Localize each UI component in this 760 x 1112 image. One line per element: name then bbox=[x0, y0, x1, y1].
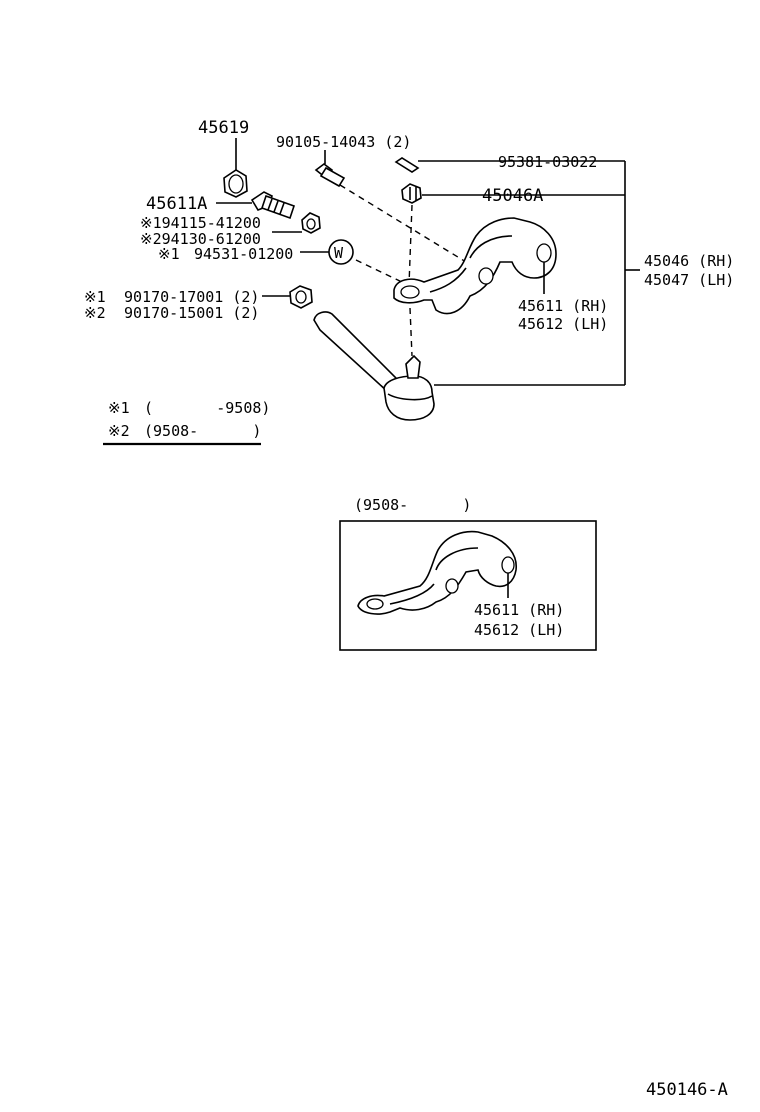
inset-9508: (9508- ) 45611 (RH) 45612 (LH) bbox=[339, 496, 597, 651]
legend-row2-range: (9508- ) bbox=[144, 422, 261, 440]
inset-title: (9508- ) bbox=[354, 496, 471, 514]
label-90170-17001: 90170-17001 (2) bbox=[124, 288, 259, 306]
figure-code: 450146-A bbox=[646, 1080, 728, 1100]
legend-row1-range: ( -9508) bbox=[144, 399, 270, 417]
label-94115-41200: ※194115-41200 bbox=[140, 214, 261, 232]
inset-label-45611-rh: 45611 (RH) bbox=[474, 601, 564, 619]
washer-94531: W bbox=[300, 239, 354, 265]
label-90105-14043: 90105-14043 (2) bbox=[276, 133, 411, 151]
bolt-45611a bbox=[216, 191, 296, 220]
label-94130-61200: ※294130-61200 bbox=[140, 230, 261, 248]
label-90170-15001: 90170-15001 (2) bbox=[124, 304, 259, 322]
assembly-lines bbox=[339, 184, 467, 357]
nut-90170 bbox=[262, 285, 313, 309]
label-45612-lh: 45612 (LH) bbox=[518, 315, 608, 333]
cap-nut-45619 bbox=[223, 138, 248, 198]
label-45047-lh: 45047 (LH) bbox=[644, 271, 734, 289]
washer-letter: W bbox=[334, 244, 344, 262]
idler-arm-45046 bbox=[393, 217, 557, 315]
legend-row2-mark: ※2 bbox=[108, 422, 130, 440]
label-45046-rh: 45046 (RH) bbox=[644, 252, 734, 270]
label-90170-15001-mark: ※2 bbox=[84, 304, 106, 322]
label-45619: 45619 bbox=[198, 118, 249, 138]
bolt-90105 bbox=[314, 150, 346, 188]
label-95381-03022: 95381-03022 bbox=[498, 153, 597, 171]
label-45046a: 45046A bbox=[482, 186, 543, 206]
bracket-45046-45047 bbox=[580, 161, 640, 385]
inset-idler-arm bbox=[357, 530, 517, 615]
legend-row1-mark: ※1 bbox=[108, 399, 130, 417]
cotter-pin-95381 bbox=[394, 157, 625, 173]
label-94531-01200: 94531-01200 bbox=[194, 245, 293, 263]
tie-rod-end bbox=[313, 311, 625, 421]
label-94531-mark: ※1 bbox=[158, 245, 180, 263]
inset-frame bbox=[339, 520, 597, 651]
label-45611-rh: 45611 (RH) bbox=[518, 297, 608, 315]
inset-label-45612-lh: 45612 (LH) bbox=[474, 621, 564, 639]
nut-94115-94130 bbox=[272, 212, 321, 234]
label-90170-17001-mark: ※1 bbox=[84, 288, 106, 306]
castle-nut-45046a bbox=[401, 183, 580, 204]
label-45611a: 45611A bbox=[146, 194, 207, 214]
legend: ※1 ( -9508) ※2 (9508- ) bbox=[103, 399, 270, 446]
